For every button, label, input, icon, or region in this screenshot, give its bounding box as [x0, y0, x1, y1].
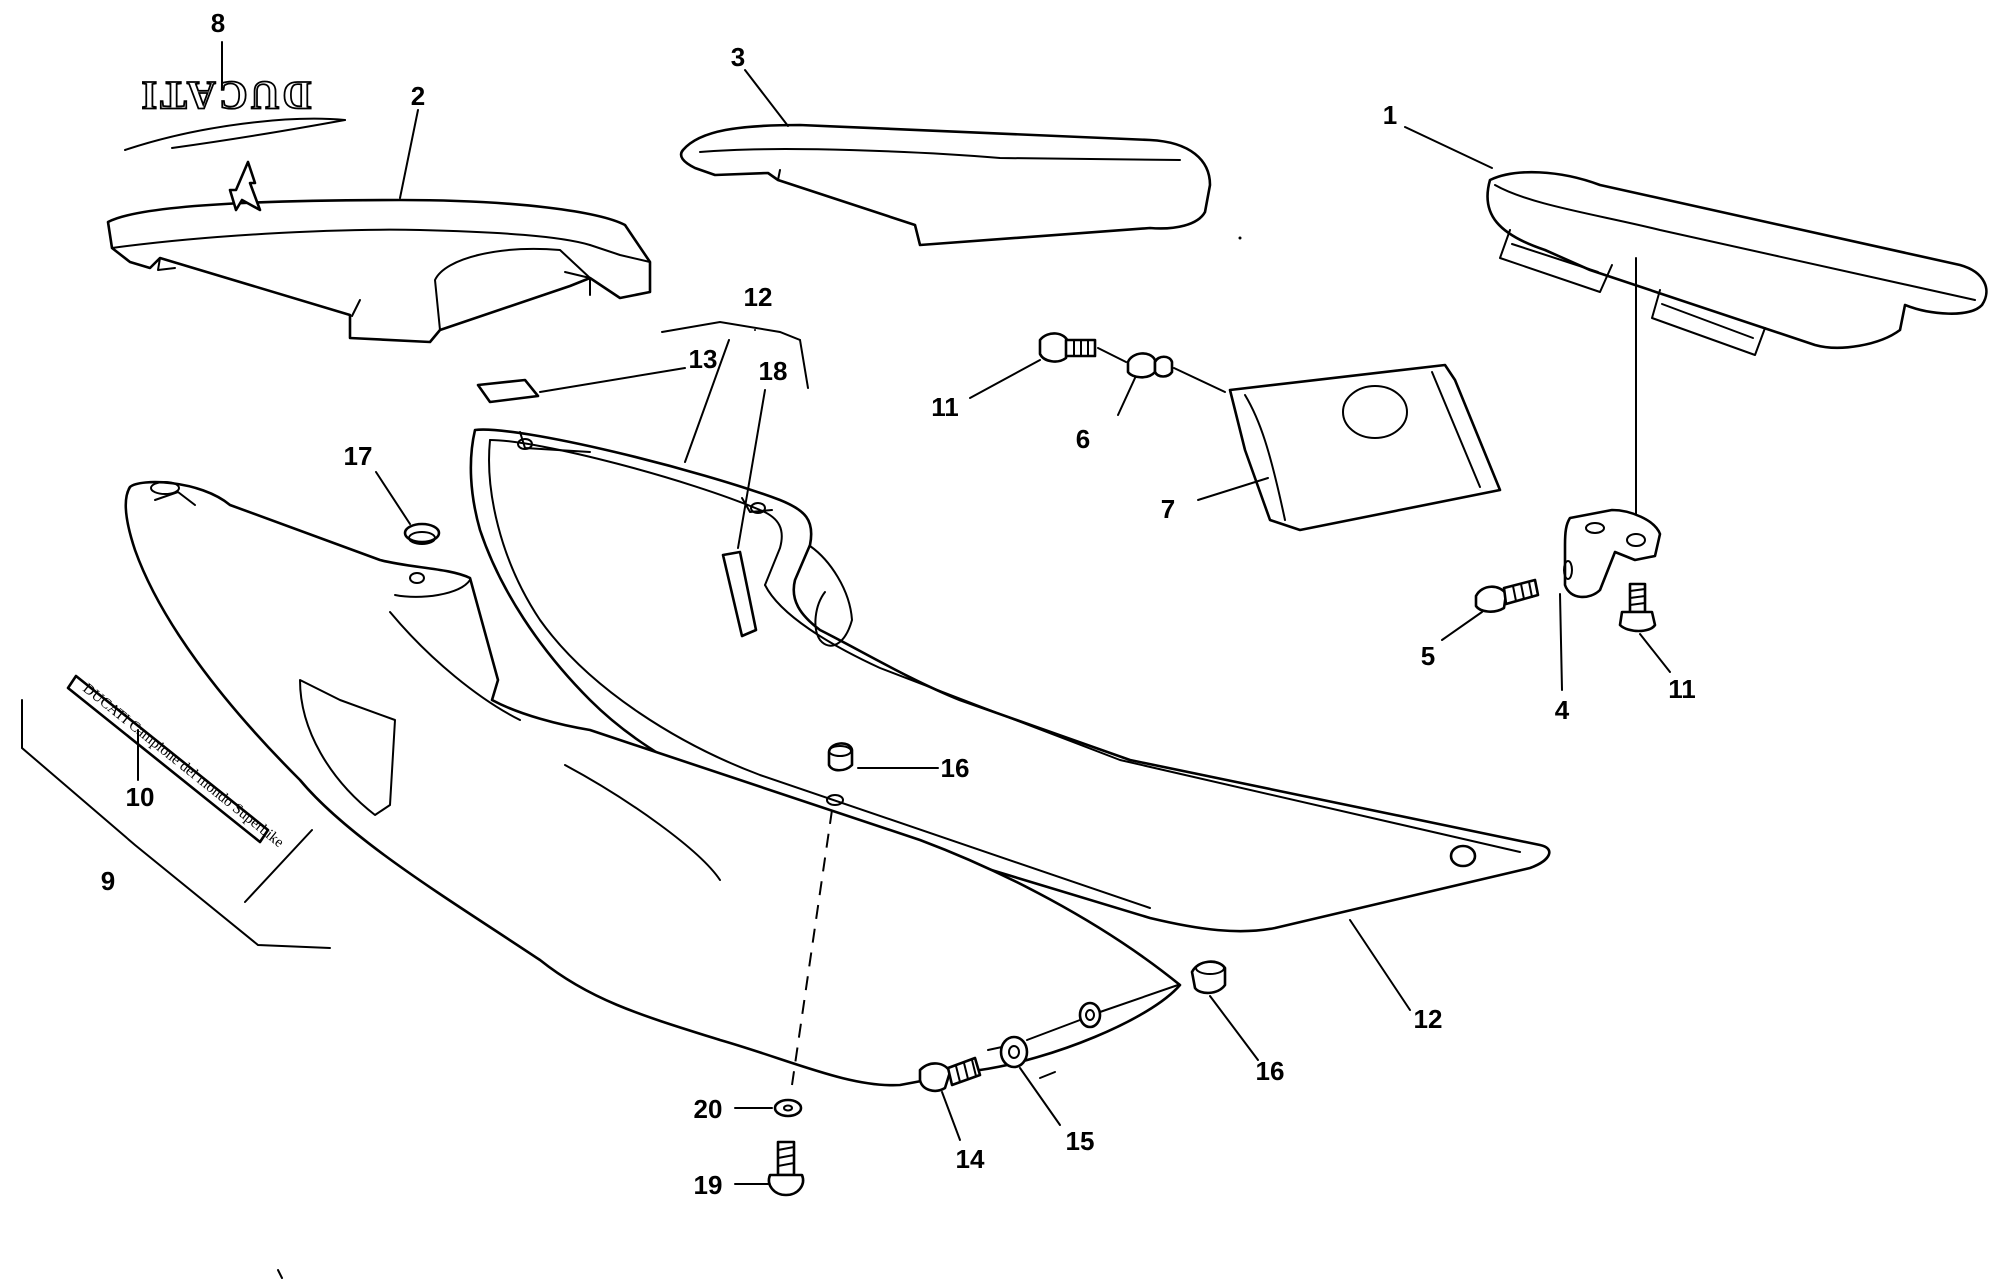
leader-line-12-upper — [684, 339, 730, 463]
side-fairing-panel — [124, 480, 1182, 1087]
callout-19: 19 — [694, 1170, 723, 1200]
washer-side — [999, 1035, 1029, 1069]
callout-12-lower: 12 — [1414, 1004, 1443, 1034]
leader-line-15 — [1019, 1067, 1061, 1126]
ducati-logo-decal: DUCATI — [124, 72, 346, 151]
screw-lower — [767, 1140, 805, 1197]
leader-line-1 — [1404, 126, 1493, 169]
callout-12-upper: 12 — [744, 282, 773, 312]
callout-16-lower: 16 — [1256, 1056, 1285, 1086]
spacer-end — [1190, 960, 1227, 995]
callout-2: 2 — [411, 81, 425, 111]
callout-3: 3 — [731, 42, 745, 72]
group-bracket-9 — [21, 699, 331, 949]
screw-upper — [1038, 332, 1097, 363]
leader-line-9 — [244, 829, 313, 903]
leader-line-4 — [1559, 593, 1563, 691]
washer — [773, 1098, 803, 1118]
group-bracket-12 — [661, 320, 809, 389]
leader-line-11-upper — [969, 359, 1041, 399]
screw-side — [918, 1056, 982, 1093]
leader-line-11-right — [1639, 633, 1671, 673]
leader-line-6 — [1117, 377, 1136, 416]
placement-arrow-icon — [228, 160, 262, 212]
spacer-side — [1078, 1001, 1102, 1029]
leader-line-12-lower — [1349, 919, 1411, 1011]
passenger-seat — [679, 123, 1212, 247]
leader-line-7 — [1197, 477, 1269, 501]
callout-7: 7 — [1161, 494, 1175, 524]
leader-line-2 — [399, 109, 419, 199]
rider-seat — [1486, 170, 1988, 356]
leader-line-17 — [375, 471, 411, 525]
callout-8: 8 — [211, 8, 225, 38]
leader-line-5 — [1441, 611, 1483, 641]
seat-bracket-plate — [1228, 363, 1502, 532]
adhesive-pad — [476, 378, 540, 404]
callout-1: 1 — [1383, 100, 1397, 130]
foam-strip — [721, 550, 758, 638]
callout-18: 18 — [759, 356, 788, 386]
callout-6: 6 — [1076, 424, 1090, 454]
callout-14: 14 — [956, 1144, 985, 1174]
callout-10: 10 — [126, 782, 155, 812]
callout-11-upper: 11 — [931, 392, 959, 422]
mounting-hole-icon — [517, 438, 533, 450]
leader-line-18 — [737, 389, 766, 549]
leader-line-14 — [941, 1091, 961, 1141]
bushing — [1126, 352, 1174, 379]
spacer-upper — [826, 742, 854, 806]
screw-right — [1618, 582, 1657, 633]
bracket-hole-icon — [1342, 385, 1408, 439]
leader-line-13 — [539, 367, 686, 393]
callout-9: 9 — [101, 866, 115, 896]
leader-line-16-lower — [1209, 995, 1259, 1061]
callout-11-right: 11 — [1668, 674, 1696, 704]
leader-line-3 — [744, 69, 789, 127]
seat-cowl — [106, 198, 652, 344]
seat-latch-bracket — [1563, 508, 1662, 599]
ducati-logo-word: DUCATI — [139, 73, 312, 118]
grommet-icon — [1449, 844, 1477, 868]
callout-20: 20 — [694, 1094, 723, 1124]
grommet — [403, 522, 441, 545]
callout-5: 5 — [1421, 641, 1435, 671]
callout-13: 13 — [689, 344, 718, 374]
callout-4: 4 — [1555, 695, 1570, 725]
callout-17: 17 — [344, 441, 373, 471]
latch-bolt — [1474, 578, 1540, 613]
callout-15: 15 — [1066, 1126, 1095, 1156]
mounting-hole-icon — [750, 502, 766, 514]
callout-16-upper: 16 — [941, 753, 970, 783]
mounting-hole-icon — [409, 572, 425, 584]
